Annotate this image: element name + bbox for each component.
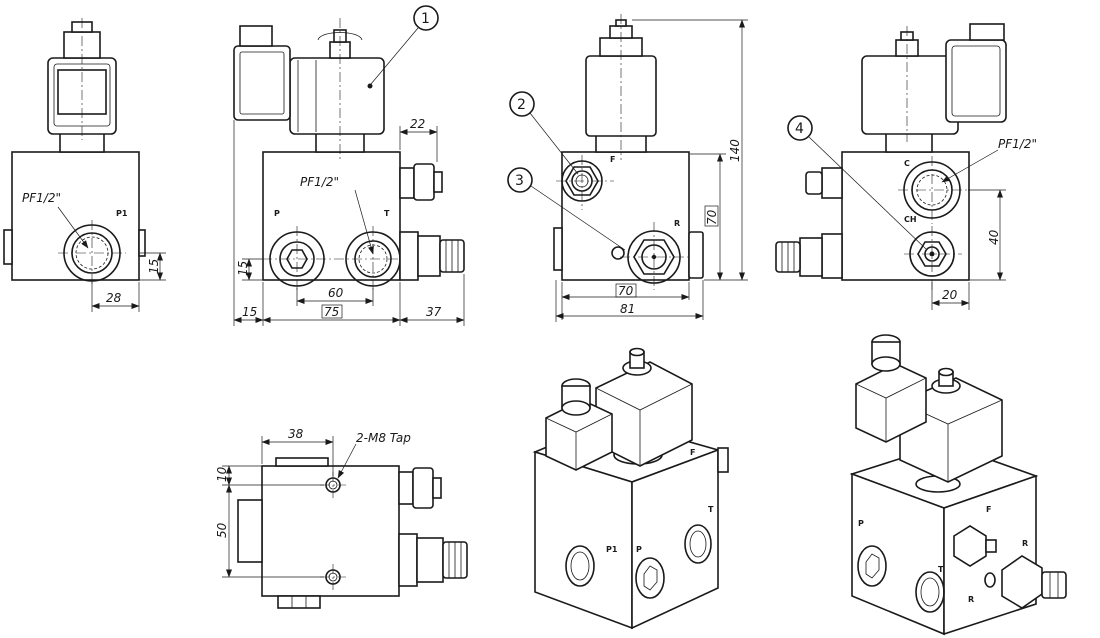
- pilot-hole: [611, 246, 625, 260]
- fitting-cap: [985, 539, 997, 553]
- side-fitting: [398, 471, 414, 505]
- fitting-cap: [433, 171, 443, 193]
- fitting-hex: [412, 467, 434, 509]
- balloon-4: [787, 115, 813, 141]
- coil-base-edge: [275, 457, 329, 467]
- iso-port-label-f: F: [986, 505, 991, 514]
- side-view-right: C CH PF1/2" 4 40 20: [775, 23, 1037, 310]
- connector-cap: [239, 25, 273, 47]
- port-f-fitting: [953, 525, 987, 567]
- side-view-left: PF1/2" P1 15 28: [3, 18, 166, 312]
- balloon-number: 1: [421, 11, 430, 27]
- manifold-block: [841, 151, 970, 281]
- dim-label: 22: [410, 117, 425, 131]
- port-p: [635, 557, 665, 599]
- balloon-1: [413, 5, 439, 31]
- fitting-hex: [799, 237, 823, 277]
- dim-label: 10: [215, 466, 229, 482]
- port-t: [684, 524, 712, 564]
- balloon-number: 2: [517, 97, 526, 113]
- side-fitting: [821, 167, 843, 199]
- manifold-block: [561, 151, 690, 281]
- dim-label: 15: [147, 259, 161, 274]
- port-p1: [565, 545, 595, 587]
- port-label-r: R: [674, 219, 680, 228]
- fitting-hex: [805, 171, 823, 195]
- balloon-2: [509, 91, 535, 117]
- connector-plug: [233, 45, 291, 121]
- dim-label: 70: [705, 209, 719, 225]
- port-p: [857, 545, 887, 587]
- connector-edge: [237, 499, 263, 563]
- port-label-f: F: [610, 155, 615, 164]
- manifold-block: [261, 465, 400, 597]
- side-fitting: [399, 167, 415, 199]
- balloon-number: 3: [515, 173, 524, 189]
- side-fitting-stub: [138, 229, 146, 257]
- side-fitting-stub: [688, 231, 704, 279]
- rear-view: F R 2 3 140 70 70 81: [507, 14, 748, 322]
- manifold-block: [11, 151, 140, 281]
- front-view: P T PF1/2" 22 15 60 15: [233, 5, 465, 326]
- solenoid-coil: [289, 57, 385, 135]
- dim-label: 70: [618, 284, 634, 298]
- connector-cap: [969, 23, 1005, 41]
- dim-label: 60: [328, 286, 344, 300]
- balloon-3: [507, 167, 533, 193]
- connector-plug: [945, 39, 1007, 123]
- port-label-c: C: [904, 159, 910, 168]
- coil-base: [885, 131, 933, 153]
- isometric-view-b: P T F R R: [849, 334, 1067, 636]
- pilot-hole: [984, 572, 996, 588]
- side-fitting-stub: [553, 227, 563, 271]
- dim-label: 15: [242, 305, 257, 319]
- thread-label: PF1/2": [998, 137, 1037, 151]
- iso-port-label-t: T: [938, 565, 944, 574]
- isometric-view-a: P1 P T F: [532, 347, 729, 630]
- dim-label: 15: [236, 261, 250, 276]
- iso-port-label-f: F: [690, 448, 695, 457]
- bottom-fitting: [277, 595, 321, 609]
- port-t: [915, 571, 945, 613]
- side-fitting: [398, 533, 418, 587]
- block-front-right: [631, 448, 719, 630]
- fitting-hex: [417, 235, 441, 277]
- bottom-view: 2-M8 Tap 38 10 50: [215, 427, 468, 609]
- side-fitting: [717, 447, 729, 473]
- block-front-left: [534, 450, 633, 630]
- fitting-hex: [413, 163, 435, 201]
- solenoid-coil: [861, 55, 959, 135]
- fitting-body: [1041, 571, 1067, 599]
- balloon-number: 4: [795, 121, 804, 137]
- thread-label: PF1/2": [22, 191, 61, 205]
- dim-label: 20: [942, 288, 958, 302]
- fitting-hex: [416, 537, 444, 583]
- dim-label: 81: [620, 302, 635, 316]
- tap-label: 2-M8 Tap: [356, 431, 411, 445]
- dim-label: 75: [324, 305, 339, 319]
- dim-label: 140: [728, 139, 742, 162]
- thread-label: PF1/2": [300, 175, 339, 189]
- port-label-ch: CH: [904, 215, 917, 224]
- manifold-block: [262, 151, 401, 281]
- port-label-p: P: [274, 209, 280, 218]
- iso-port-label-p: P: [858, 519, 864, 528]
- side-fitting: [821, 233, 843, 279]
- port-label-t: T: [384, 209, 390, 218]
- iso-port-label-r2: R: [968, 595, 974, 604]
- dim-label: 38: [288, 427, 304, 441]
- dim-label: 37: [426, 305, 442, 319]
- iso-port-label-p1: P1: [606, 545, 618, 554]
- iso-port-label-r: R: [1022, 539, 1028, 548]
- iso-port-label-p: P: [636, 545, 642, 554]
- side-fitting-stub: [3, 229, 13, 265]
- dim-label: 40: [987, 229, 1001, 245]
- dim-label: 50: [215, 522, 229, 538]
- port-label-p1: P1: [116, 209, 128, 218]
- dim-label: 28: [106, 291, 122, 305]
- fitting-cap: [432, 477, 442, 499]
- side-fitting: [399, 231, 419, 281]
- iso-port-label-t: T: [708, 505, 714, 514]
